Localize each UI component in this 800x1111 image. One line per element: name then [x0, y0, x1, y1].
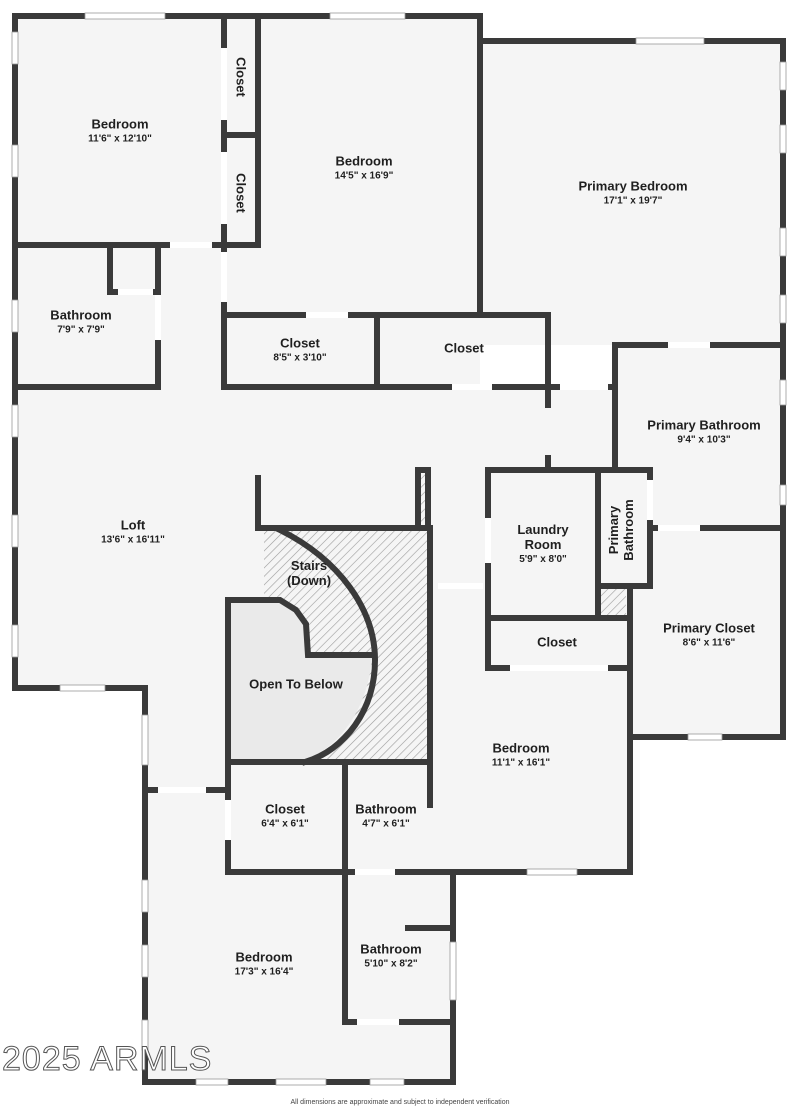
room-primary-bathroom-wc: Primary Bathroom: [606, 499, 637, 561]
room-laundry: Laundry Room 5'9" x 8'0": [517, 521, 569, 565]
room-dims: 8'6" x 11'6": [682, 637, 736, 649]
room-dims: 6'4" x 6'1": [261, 818, 309, 830]
room-name: Bathroom: [355, 801, 417, 817]
room-name: Closet: [537, 634, 577, 650]
room-closet-a: Closet: [233, 57, 248, 97]
room-name-line1: Laundry: [517, 521, 569, 537]
room-dims: 13'6" x 16'11": [101, 534, 165, 546]
room-name: Closet: [233, 173, 249, 213]
room-dims: 5'9" x 8'0": [519, 553, 567, 565]
room-bedroom-e: Bedroom 11'1" x 16'1": [491, 740, 551, 769]
room-name: Bathroom: [50, 307, 112, 323]
room-name: Bedroom: [91, 116, 149, 132]
room-name-line1: Primary: [606, 505, 622, 555]
room-name: Closet: [444, 340, 484, 356]
room-dims: 14'5" x 16'9": [334, 170, 394, 182]
room-name-line2: Bathroom: [621, 499, 636, 561]
room-name: Bedroom: [335, 153, 393, 169]
room-name: Primary Bathroom: [647, 417, 761, 433]
room-closet-f: Closet 6'4" x 6'1": [261, 801, 309, 830]
room-closet-d: Closet: [444, 340, 484, 357]
room-dims: 5'10" x 8'2": [364, 958, 418, 970]
open-to-below-area: [228, 600, 372, 760]
room-closet-b: Closet: [233, 173, 248, 213]
room-primary-bathroom: Primary Bathroom 9'4" x 10'3": [647, 417, 761, 446]
watermark: 2025 ARMLS: [1, 1040, 213, 1079]
room-bathroom-c: Bathroom 4'7" x 6'1": [355, 801, 417, 830]
room-bedroom-nw: Bedroom 11'6" x 12'10": [88, 116, 152, 145]
room-dims: 4'7" x 6'1": [362, 818, 410, 830]
room-bedroom-n: Bedroom 14'5" x 16'9": [334, 153, 394, 182]
room-name-line2: Room: [524, 536, 562, 552]
room-name: Loft: [120, 517, 146, 533]
room-name-line2: (Down): [286, 573, 332, 588]
room-loft: Loft 13'6" x 16'11": [101, 517, 165, 546]
room-dims: 8'5" x 3'10": [273, 352, 327, 364]
room-name: Bedroom: [492, 740, 550, 756]
room-stairs: Stairs (Down): [286, 558, 332, 589]
room-name: Primary Closet: [663, 620, 755, 636]
room-dims: 11'6" x 12'10": [88, 133, 152, 145]
room-bathroom-s: Bathroom 5'10" x 8'2": [360, 941, 422, 970]
room-primary-closet: Primary Closet 8'6" x 11'6": [663, 620, 755, 649]
openings: [11, 12, 787, 1086]
room-dims: 9'4" x 10'3": [677, 434, 731, 446]
room-dims: 17'3" x 16'4": [234, 966, 294, 978]
room-name: Open To Below: [249, 676, 343, 692]
room-open-to-below: Open To Below: [249, 676, 343, 693]
footer-disclaimer: All dimensions are approximate and subje…: [290, 1099, 510, 1106]
room-dims: 11'1" x 16'1": [491, 757, 551, 769]
room-bedroom-sw: Bedroom 17'3" x 16'4": [234, 949, 294, 978]
room-name: Closet: [280, 335, 320, 351]
room-dims: 17'1" x 19'7": [603, 195, 663, 207]
room-dims: 7'9" x 7'9": [57, 324, 105, 336]
room-name: Closet: [233, 57, 249, 97]
room-name-line1: Stairs: [290, 558, 328, 574]
room-primary-bedroom: Primary Bedroom 17'1" x 19'7": [578, 178, 688, 207]
room-closet-e: Closet: [537, 634, 577, 651]
room-name: Bathroom: [360, 941, 422, 957]
room-bathroom-w: Bathroom 7'9" x 7'9": [50, 307, 112, 336]
room-name: Closet: [265, 801, 305, 817]
floor-areas: [15, 15, 783, 1085]
room-name: Primary Bedroom: [578, 178, 688, 194]
room-name: Bedroom: [235, 949, 293, 965]
room-closet-c: Closet 8'5" x 3'10": [273, 335, 327, 364]
